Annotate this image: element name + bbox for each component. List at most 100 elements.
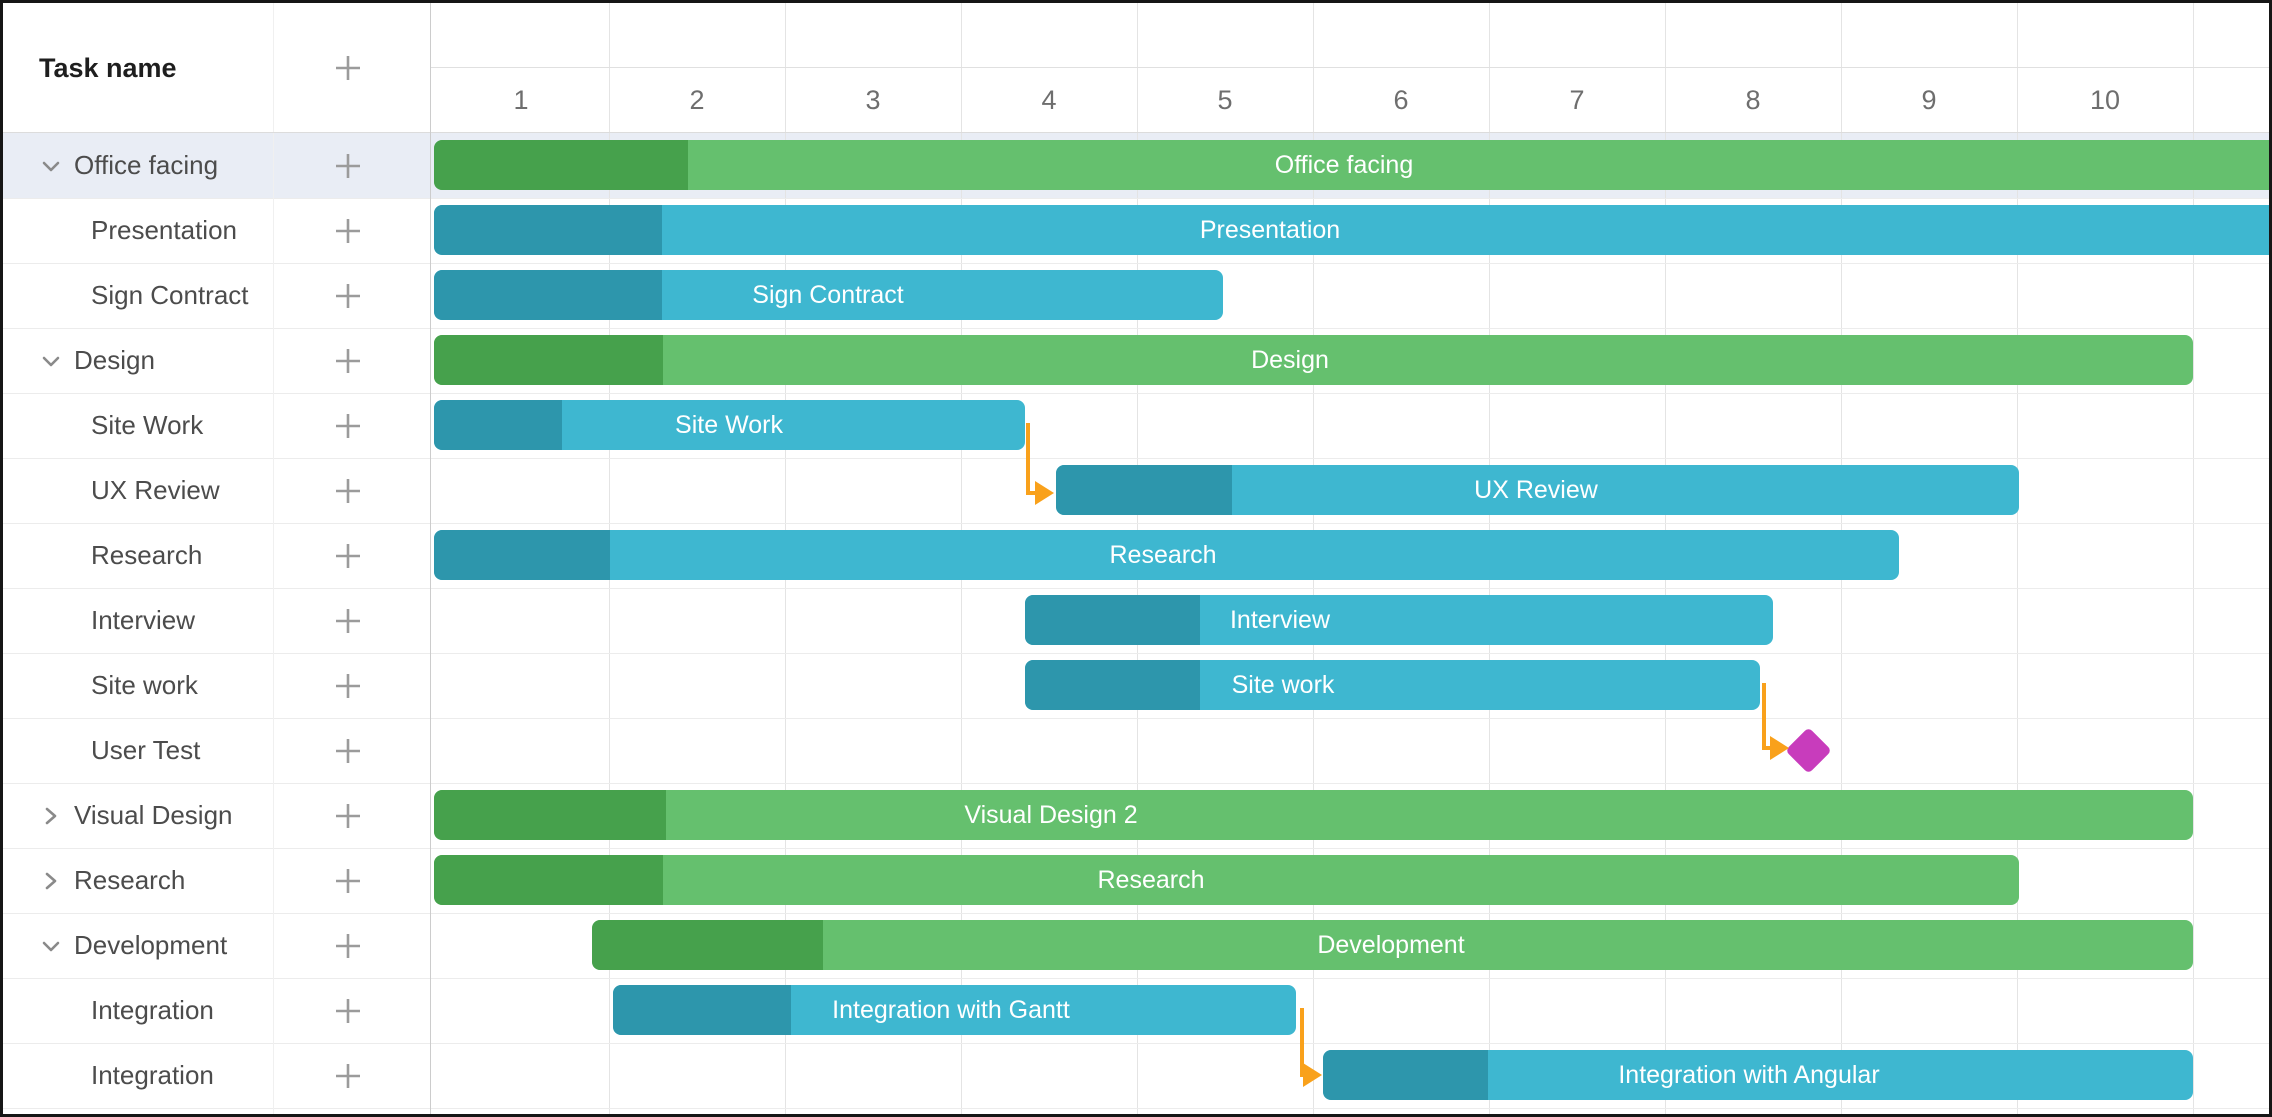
grid-row-sign-contract[interactable]: Sign Contract bbox=[3, 263, 430, 328]
add-subtask-button[interactable] bbox=[331, 344, 365, 378]
scale-tick-2: 2 bbox=[689, 85, 705, 115]
task-bar-research[interactable]: Research bbox=[434, 530, 1899, 580]
chevron-down-icon[interactable] bbox=[37, 347, 65, 375]
progress-fill bbox=[434, 855, 663, 905]
task-bar-integration-with-angular[interactable]: Integration with Angular bbox=[1323, 1050, 2193, 1100]
scale-tick-7: 7 bbox=[1569, 85, 1585, 115]
bar-label: Research bbox=[1109, 541, 1217, 569]
link-horizontal-segment bbox=[1300, 1073, 1303, 1077]
task-bar-presentation[interactable]: Presentation bbox=[434, 205, 2269, 255]
task-name-label: Integration bbox=[91, 995, 214, 1025]
task-name-label: Presentation bbox=[91, 215, 237, 245]
grid-row-research[interactable]: Research bbox=[3, 848, 430, 913]
link-arrowhead bbox=[1035, 481, 1054, 505]
project-bar-visual-design-2[interactable]: Visual Design 2 bbox=[434, 790, 2193, 840]
row-separator-line bbox=[3, 523, 2269, 524]
timeline-column-line bbox=[2017, 3, 2018, 1114]
chevron-down-icon[interactable] bbox=[37, 152, 65, 180]
bar-label: Sign Contract bbox=[752, 281, 904, 309]
add-subtask-button[interactable] bbox=[331, 734, 365, 768]
project-bar-office-facing[interactable]: Office facing bbox=[434, 140, 2269, 190]
project-bar-development[interactable]: Development bbox=[592, 920, 2193, 970]
task-name-label: Design bbox=[74, 345, 155, 375]
grid-row-user-test[interactable]: User Test bbox=[3, 718, 430, 783]
task-bar-site-work[interactable]: Site work bbox=[1025, 660, 1760, 710]
progress-fill bbox=[613, 985, 791, 1035]
grid-row-integration[interactable]: Integration bbox=[3, 1043, 430, 1108]
add-subtask-button[interactable] bbox=[331, 409, 365, 443]
task-bar-integration-with-gantt[interactable]: Integration with Gantt bbox=[613, 985, 1296, 1035]
milestone-diamond[interactable] bbox=[1784, 726, 1832, 774]
add-subtask-button[interactable] bbox=[331, 604, 365, 638]
grid-row-integration[interactable]: Integration bbox=[3, 978, 430, 1043]
task-name-label: Research bbox=[91, 540, 203, 570]
grid-row-visual-design[interactable]: Visual Design bbox=[3, 783, 430, 848]
grid-row-site-work[interactable]: Site work bbox=[3, 653, 430, 718]
grid-row-site-work[interactable]: Site Work bbox=[3, 393, 430, 458]
row-separator-line bbox=[3, 198, 2269, 199]
task-bar-sign-contract[interactable]: Sign Contract bbox=[434, 270, 1223, 320]
link-horizontal-segment bbox=[1026, 491, 1035, 495]
grid-row-office-facing[interactable]: Office facing bbox=[3, 133, 430, 198]
grid-row-development[interactable]: Development bbox=[3, 913, 430, 978]
row-separator-line bbox=[3, 913, 2269, 914]
task-name-label: Site Work bbox=[91, 410, 204, 440]
bar-label: Integration with Angular bbox=[1618, 1061, 1880, 1089]
progress-fill bbox=[592, 920, 823, 970]
progress-fill bbox=[434, 335, 663, 385]
timeline-column-line bbox=[2193, 3, 2194, 1114]
project-bar-research[interactable]: Research bbox=[434, 855, 2019, 905]
add-subtask-button[interactable] bbox=[331, 994, 365, 1028]
row-separator-line bbox=[3, 653, 2269, 654]
bar-label: Site work bbox=[1231, 671, 1335, 699]
add-subtask-button[interactable] bbox=[331, 1059, 365, 1093]
scale-tick-1: 1 bbox=[513, 85, 529, 115]
grid-row-presentation[interactable]: Presentation bbox=[3, 198, 430, 263]
row-separator-line bbox=[3, 783, 2269, 784]
add-task-header-button[interactable] bbox=[331, 51, 365, 85]
grid-row-design[interactable]: Design bbox=[3, 328, 430, 393]
grid-row-interview[interactable]: Interview bbox=[3, 588, 430, 653]
grid-row-research[interactable]: Research bbox=[3, 523, 430, 588]
progress-fill bbox=[1025, 595, 1200, 645]
row-separator-line bbox=[3, 458, 2269, 459]
task-name-label: Site work bbox=[91, 670, 198, 700]
chevron-right-icon[interactable] bbox=[37, 802, 65, 830]
add-subtask-button[interactable] bbox=[331, 539, 365, 573]
add-subtask-button[interactable] bbox=[331, 214, 365, 248]
link-vertical-segment bbox=[1762, 683, 1766, 750]
task-bar-interview[interactable]: Interview bbox=[1025, 595, 1773, 645]
add-subtask-button[interactable] bbox=[331, 474, 365, 508]
task-bar-site-work[interactable]: Site Work bbox=[434, 400, 1025, 450]
add-subtask-button[interactable] bbox=[331, 929, 365, 963]
link-arrowhead bbox=[1303, 1063, 1322, 1087]
bar-label: Integration with Gantt bbox=[832, 996, 1070, 1024]
project-bar-design[interactable]: Design bbox=[434, 335, 2193, 385]
link-vertical-segment bbox=[1026, 423, 1030, 495]
add-subtask-button[interactable] bbox=[331, 149, 365, 183]
scale-tick-5: 5 bbox=[1217, 85, 1233, 115]
scale-tick-9: 9 bbox=[1921, 85, 1937, 115]
grid-row-ux-review[interactable]: UX Review bbox=[3, 458, 430, 523]
bar-label: Research bbox=[1097, 866, 1205, 894]
bar-label: Development bbox=[1317, 931, 1465, 959]
row-separator-line bbox=[3, 393, 2269, 394]
add-subtask-button[interactable] bbox=[331, 669, 365, 703]
link-vertical-segment bbox=[1300, 1008, 1304, 1077]
task-bar-ux-review[interactable]: UX Review bbox=[1056, 465, 2019, 515]
add-subtask-button[interactable] bbox=[331, 279, 365, 313]
add-subtask-button[interactable] bbox=[331, 799, 365, 833]
row-separator-line bbox=[3, 718, 2269, 719]
task-name-label: Office facing bbox=[74, 150, 219, 180]
header-bottom-border bbox=[3, 132, 2269, 133]
scale-tick-6: 6 bbox=[1393, 85, 1409, 115]
chevron-down-icon[interactable] bbox=[37, 932, 65, 960]
progress-fill bbox=[434, 400, 562, 450]
add-subtask-button[interactable] bbox=[331, 864, 365, 898]
bar-label: Office facing bbox=[1274, 151, 1414, 179]
chevron-right-icon[interactable] bbox=[37, 867, 65, 895]
task-name-label: Integration bbox=[91, 1060, 214, 1090]
grid-header-title: Task name bbox=[39, 53, 177, 83]
